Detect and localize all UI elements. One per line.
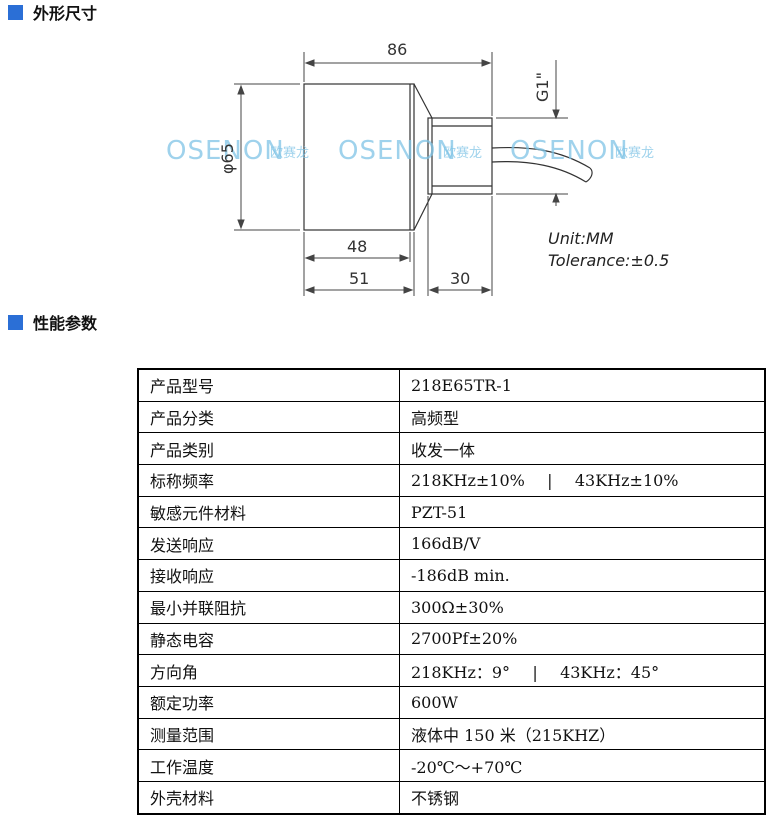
spec-key: 工作温度 (137, 749, 400, 782)
table-row: 最小并联阻抗 300Ω±30% (137, 590, 766, 624)
sensor-taper (413, 83, 433, 231)
table-row: 接收响应 -186dB min. (137, 559, 766, 592)
cable (491, 146, 591, 169)
spec-value: 收发一体 (399, 432, 766, 466)
dim-label-51: 51 (349, 269, 369, 288)
spec-key: 发送响应 (137, 527, 400, 561)
spec-value: 218KHz：9° | 43KHz：45° (399, 654, 766, 687)
spec-key: 最小并联阻抗 (137, 590, 400, 624)
spec-key: 敏感元件材料 (137, 495, 400, 529)
section-marker-icon (8, 314, 23, 330)
section-header-performance: 性能参数 (8, 311, 97, 333)
spec-key: 静态电容 (137, 622, 400, 656)
dim-label-48: 48 (347, 237, 367, 256)
watermark-brand-2: OSENON (338, 136, 457, 166)
dim-label-thread: G1" (533, 72, 552, 102)
spec-key: 方向角 (137, 654, 400, 687)
unit-label: Unit:MM (548, 229, 614, 248)
spec-value: 218KHz±10% | 43KHz±10% (399, 464, 766, 497)
table-row: 外壳材料 不锈钢 (137, 780, 766, 815)
spec-key: 产品类别 (137, 432, 400, 466)
spec-value-part: 218KHz±10% (411, 470, 525, 490)
watermark-cn-3: 欧赛龙 (615, 145, 654, 161)
spec-value: 218E65TR-1 (399, 368, 766, 402)
section-title-performance: 性能参数 (33, 314, 98, 333)
spec-value: 600W (399, 685, 766, 719)
spec-value: 高频型 (399, 400, 766, 434)
dim-label-diameter: φ65 (218, 143, 237, 174)
section-header-dimensions: 外形尺寸 (8, 1, 97, 23)
spec-key: 额定功率 (137, 685, 400, 719)
table-row: 敏感元件材料 PZT-51 (137, 495, 766, 529)
spec-key: 标称频率 (137, 464, 400, 497)
watermark-brand-1: OSENON (166, 136, 285, 166)
spec-key: 产品分类 (137, 400, 400, 434)
spec-value: PZT-51 (399, 495, 766, 529)
spec-value: -20℃～+70℃ (399, 749, 766, 782)
watermark-brand-3: OSENON (510, 136, 629, 166)
separator: | (532, 662, 538, 682)
table-row: 发送响应 166dB/V (137, 527, 766, 561)
table-row: 方向角 218KHz：9° | 43KHz：45° (137, 654, 766, 687)
section-title-dimensions: 外形尺寸 (33, 4, 98, 23)
spec-value: 不锈钢 (399, 780, 766, 815)
spec-value-part: 218KHz：9° (411, 662, 511, 682)
sensor-body (303, 83, 415, 231)
spec-key: 外壳材料 (137, 780, 400, 815)
table-row: 产品型号 218E65TR-1 (137, 368, 766, 402)
table-row: 产品分类 高频型 (137, 400, 766, 434)
table-row: 标称频率 218KHz±10% | 43KHz±10% (137, 464, 766, 497)
spec-key: 接收响应 (137, 559, 400, 592)
table-row: 产品类别 收发一体 (137, 432, 766, 466)
dim-label-86: 86 (387, 40, 407, 59)
dim-label-30: 30 (450, 269, 470, 288)
table-row: 静态电容 2700Pf±20% (137, 622, 766, 656)
spec-value-part: 43KHz：45° (560, 662, 660, 682)
spec-key: 测量范围 (137, 717, 400, 751)
spec-value: 300Ω±30% (399, 590, 766, 624)
separator: | (547, 470, 553, 490)
watermark-cn-2: 欧赛龙 (443, 145, 482, 161)
dimension-drawing: OSENON 欧赛龙 OSENON 欧赛龙 OSENON 欧赛龙 86 φ65 … (166, 40, 669, 296)
table-row: 工作温度 -20℃～+70℃ (137, 749, 766, 782)
spec-value: 2700Pf±20% (399, 622, 766, 656)
table-row: 测量范围 液体中 150 米（215KHZ） (137, 717, 766, 751)
table-row: 额定功率 600W (137, 685, 766, 719)
spec-table: 产品型号 218E65TR-1 产品分类 高频型 产品类别 收发一体 标称频率 … (137, 368, 766, 815)
sensor-neck (427, 117, 493, 195)
spec-value: 液体中 150 米（215KHZ） (399, 717, 766, 751)
spec-value: -186dB min. (399, 559, 766, 592)
tolerance-label: Tolerance:±0.5 (548, 251, 669, 270)
spec-value: 166dB/V (399, 527, 766, 561)
spec-value-part: 43KHz±10% (574, 470, 679, 490)
section-marker-icon (8, 4, 23, 20)
watermark-cn-1: 欧赛龙 (270, 145, 309, 161)
spec-key: 产品型号 (137, 368, 400, 402)
